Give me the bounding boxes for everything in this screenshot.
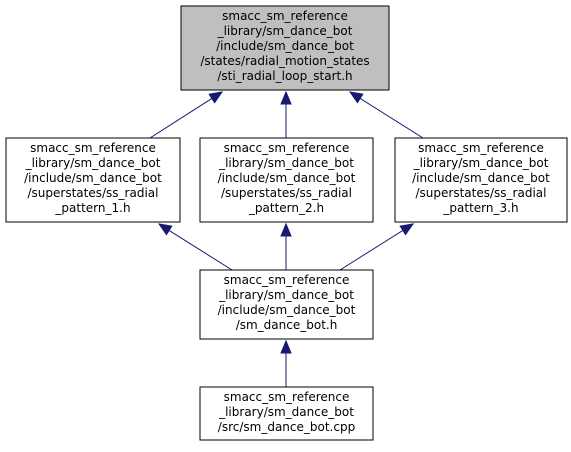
nodes-layer: smacc_sm_reference_library/sm_dance_bot/… (5, 5, 568, 441)
node-box[interactable] (5, 137, 181, 223)
node-label-line: smacc_sm_reference (224, 141, 350, 155)
edge-line (339, 229, 404, 271)
edge-ss_radial_pattern_1-to-sti_radial_loop_start (149, 91, 224, 139)
edge-sm_dance_bot_cpp-to-sm_dance_bot_h (280, 339, 292, 387)
node-label-line: /superstates/ss_radial (28, 186, 159, 200)
node-label-line: /sm_dance_bot.h (236, 318, 338, 332)
edge-arrowhead (157, 223, 173, 236)
node-sti_radial_loop_start[interactable]: smacc_sm_reference_library/sm_dance_bot/… (180, 5, 390, 91)
edge-arrowhead (280, 90, 292, 105)
node-label-line: /sti_radial_loop_start.h (217, 69, 352, 83)
node-sm_dance_bot_cpp[interactable]: smacc_sm_reference_library/sm_dance_bot/… (199, 386, 374, 441)
node-label-line: _pattern_2.h (248, 201, 324, 215)
edge-ss_radial_pattern_2-to-sti_radial_loop_start (280, 90, 292, 138)
edge-arrowhead (399, 223, 415, 236)
edge-sm_dance_bot_h-to-ss_radial_pattern_1 (157, 223, 233, 271)
node-label-line: /superstates/ss_radial (221, 186, 352, 200)
edge-sm_dance_bot_h-to-ss_radial_pattern_2 (280, 222, 292, 270)
node-label-line: smacc_sm_reference (222, 9, 348, 23)
edge-ss_radial_pattern_3-to-sti_radial_loop_start (348, 91, 424, 139)
edges-layer (149, 90, 424, 387)
node-label-line: _library/sm_dance_bot (218, 156, 354, 170)
node-label-line: _library/sm_dance_bot (25, 156, 161, 170)
node-label-line: _library/sm_dance_bot (218, 405, 354, 419)
node-label-line: /include/sm_dance_bot (216, 39, 354, 53)
node-label-line: /include/sm_dance_bot (24, 171, 162, 185)
node-sm_dance_bot_h[interactable]: smacc_sm_reference_library/sm_dance_bot/… (199, 269, 374, 340)
node-label-line: smacc_sm_reference (30, 141, 156, 155)
node-label-line: /src/sm_dance_bot.cpp (218, 420, 355, 434)
node-label-line: _pattern_1.h (54, 201, 130, 215)
node-label-line: smacc_sm_reference (418, 141, 544, 155)
node-label-line: _library/sm_dance_bot (413, 156, 549, 170)
node-box[interactable] (199, 386, 374, 441)
node-label-line: _library/sm_dance_bot (218, 288, 354, 302)
edge-arrowhead (280, 222, 292, 237)
node-label-line: _library/sm_dance_bot (217, 24, 353, 38)
node-label-line: smacc_sm_reference (224, 273, 350, 287)
node-box[interactable] (394, 137, 568, 223)
node-box[interactable] (180, 5, 390, 91)
node-label-line: smacc_sm_reference (224, 390, 350, 404)
node-label-line: /states/radial_motion_states (200, 54, 369, 68)
edge-line (359, 97, 424, 139)
edge-arrowhead (280, 339, 292, 354)
edge-line (168, 229, 233, 271)
edge-arrowhead (348, 91, 364, 104)
node-box[interactable] (199, 269, 374, 340)
node-label-line: /include/sm_dance_bot (412, 171, 550, 185)
node-label-line: /superstates/ss_radial (416, 186, 547, 200)
node-label-line: /include/sm_dance_bot (218, 303, 356, 317)
node-ss_radial_pattern_3[interactable]: smacc_sm_reference_library/sm_dance_bot/… (394, 137, 568, 223)
node-label-line: _pattern_3.h (442, 201, 518, 215)
node-label-line: /include/sm_dance_bot (218, 171, 356, 185)
node-box[interactable] (199, 137, 374, 223)
node-ss_radial_pattern_1[interactable]: smacc_sm_reference_library/sm_dance_bot/… (5, 137, 181, 223)
edge-sm_dance_bot_h-to-ss_radial_pattern_3 (339, 223, 415, 271)
node-ss_radial_pattern_2[interactable]: smacc_sm_reference_library/sm_dance_bot/… (199, 137, 374, 223)
edge-line (149, 98, 213, 139)
edge-arrowhead (208, 91, 224, 104)
